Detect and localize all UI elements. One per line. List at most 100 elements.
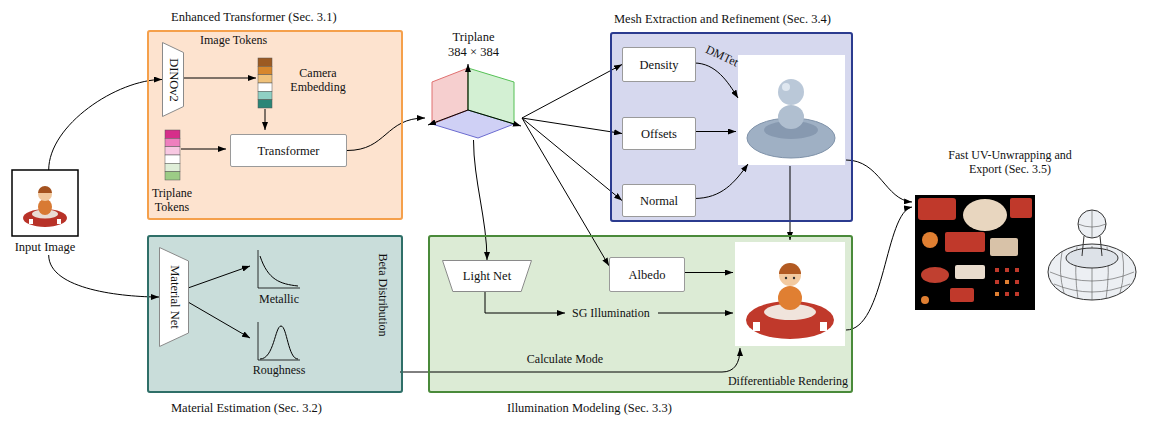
mesh-body xyxy=(778,105,804,129)
uv-island xyxy=(990,238,1018,256)
annotation: Image Tokens xyxy=(200,33,267,47)
flow-arrow xyxy=(400,348,740,372)
process-box: Normal xyxy=(622,184,696,217)
token xyxy=(258,100,272,108)
token xyxy=(258,58,272,66)
toy-hair xyxy=(38,186,52,193)
node-label: Density xyxy=(640,57,679,72)
yz-plane xyxy=(468,68,514,124)
wireframe-mesh xyxy=(1048,210,1136,300)
triplane-cube xyxy=(428,64,521,138)
uv-island xyxy=(950,288,974,302)
flow-arrow xyxy=(265,109,266,130)
uv-island xyxy=(1015,268,1019,272)
connector-arrow xyxy=(49,255,159,297)
flow-arrow xyxy=(790,166,791,240)
flow-arrow xyxy=(658,313,733,314)
token xyxy=(165,130,180,138)
panel-fill xyxy=(147,235,403,393)
triplane-token-bar xyxy=(165,130,180,180)
node-label: Triplane xyxy=(425,30,522,45)
token xyxy=(258,75,272,83)
token xyxy=(165,138,180,146)
network-block: DINOv2 xyxy=(162,42,184,117)
photo-frame xyxy=(12,170,78,236)
token xyxy=(258,66,272,74)
node-label: Transformer xyxy=(257,143,319,158)
render-ground xyxy=(738,55,845,165)
uv-island xyxy=(945,232,985,252)
panel-title: Mesh Extraction and Refinement (Sec. 3.4… xyxy=(614,12,831,27)
connector-arrow xyxy=(49,80,162,171)
annotation: Triplane Tokens xyxy=(142,186,202,215)
token xyxy=(165,163,180,171)
connector-arrow xyxy=(522,118,609,266)
flow-arrow xyxy=(182,78,256,79)
flow-arrow xyxy=(188,302,250,338)
node-label: Albedo xyxy=(629,267,666,282)
toy-eye xyxy=(793,277,795,279)
uv-island xyxy=(995,268,999,272)
label-anchor: Roughness xyxy=(244,363,314,377)
plot-axes xyxy=(258,322,300,360)
annotation: Metallic xyxy=(244,292,314,306)
flow-arrow xyxy=(181,149,226,150)
plot-curve xyxy=(260,256,298,286)
node-label: Input Image xyxy=(8,240,82,255)
toy-stripe xyxy=(820,322,827,331)
axis xyxy=(468,110,521,126)
annotation: Beta Distribution xyxy=(376,254,390,337)
node-label: Light Net xyxy=(463,269,511,284)
toy-stripe xyxy=(753,322,760,331)
panel-title: Enhanced Transformer (Sec. 3.1) xyxy=(171,10,337,25)
uv-island xyxy=(1010,198,1032,218)
token xyxy=(165,172,180,180)
block-shape xyxy=(163,43,184,117)
process-box: Offsets xyxy=(622,117,696,150)
texture-atlas xyxy=(915,195,1035,310)
uv-island xyxy=(921,267,949,283)
process-box: Density xyxy=(622,47,696,82)
metallic-plot xyxy=(258,250,300,288)
flow-arrow xyxy=(683,272,733,273)
process-box: Albedo xyxy=(609,257,685,292)
wire-grid xyxy=(1078,210,1106,238)
uv-island xyxy=(955,265,985,279)
connector-arrow xyxy=(474,140,488,260)
axis xyxy=(468,64,469,110)
panel-fill xyxy=(610,32,853,222)
uv-island xyxy=(921,296,929,304)
toy-stripe xyxy=(57,219,61,224)
wire-tub xyxy=(1048,244,1136,300)
panel-title: Material Estimation (Sec. 3.2) xyxy=(171,401,322,416)
process-box: Transformer xyxy=(230,134,347,167)
annotation: Calculate Mode xyxy=(515,352,615,366)
flow-arrow xyxy=(846,160,912,202)
flow-arrow xyxy=(188,266,250,288)
uv-island xyxy=(1005,280,1009,284)
uv-island xyxy=(1005,292,1009,296)
annotation: SG Illumination xyxy=(572,306,650,320)
mesh-highlight xyxy=(782,83,790,91)
token xyxy=(258,83,272,91)
flow-arrow xyxy=(846,207,912,330)
token xyxy=(165,147,180,155)
plot-curve xyxy=(260,326,298,359)
label-anchor: SG Illumination xyxy=(572,306,650,320)
annotation: DMTet xyxy=(703,42,740,70)
mesh-render xyxy=(738,55,845,165)
label-anchor: Calculate Mode xyxy=(515,352,615,366)
wire-tub-inner xyxy=(1066,248,1118,268)
annotation: Differentiable Rendering xyxy=(700,374,848,388)
panel-fill xyxy=(428,235,853,393)
image-token-bar xyxy=(258,58,272,108)
annotation: Camera Embedding xyxy=(283,66,353,95)
atlas-ground xyxy=(915,195,1035,310)
render-ground xyxy=(735,242,845,346)
toy-eye xyxy=(785,277,787,279)
connector-arrow xyxy=(522,65,622,119)
node-label: Offsets xyxy=(641,126,677,141)
uv-island xyxy=(918,198,956,220)
node-label: DINOv2 xyxy=(166,58,181,102)
uv-island xyxy=(922,232,938,248)
